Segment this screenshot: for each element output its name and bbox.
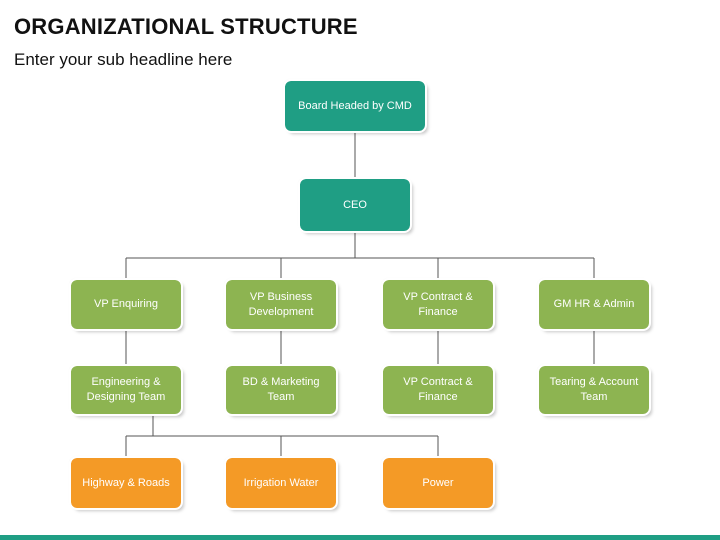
node-vp-enquiring: VP Enquiring — [69, 278, 183, 331]
bottom-accent-bar — [0, 535, 720, 540]
node-ceo: CEO — [298, 177, 412, 233]
node-vp-business-development: VP Business Development — [224, 278, 338, 331]
node-bd-marketing-team: BD & Marketing Team — [224, 364, 338, 416]
node-vp-contract-finance: VP Contract & Finance — [381, 278, 495, 331]
node-power: Power — [381, 456, 495, 510]
node-board-cmd: Board Headed by CMD — [283, 79, 427, 133]
page-subtitle: Enter your sub headline here — [14, 50, 233, 69]
node-highway-roads: Highway & Roads — [69, 456, 183, 510]
node-vp-contract-finance-2: VP Contract & Finance — [381, 364, 495, 416]
page-title: ORGANIZATIONAL STRUCTURE — [14, 14, 358, 39]
node-engineering-designing-team: Engineering & Designing Team — [69, 364, 183, 416]
node-irrigation-water: Irrigation Water — [224, 456, 338, 510]
node-gm-hr-admin: GM HR & Admin — [537, 278, 651, 331]
node-tearing-account-team: Tearing & Account Team — [537, 364, 651, 416]
